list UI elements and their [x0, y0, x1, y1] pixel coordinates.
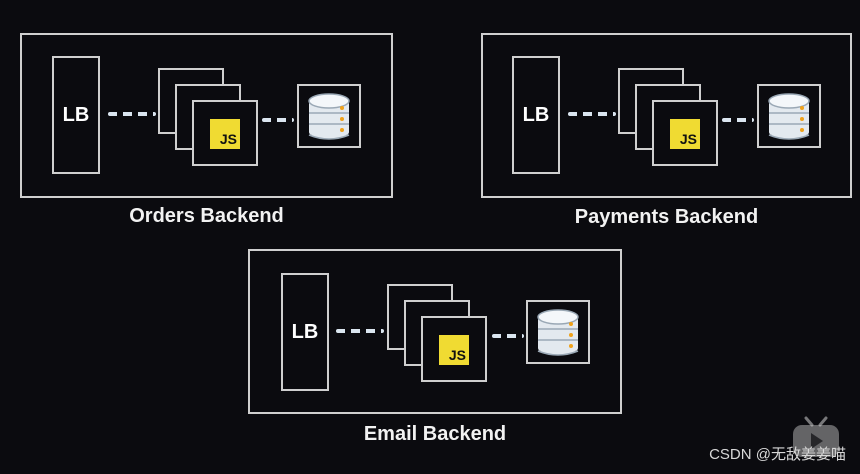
tv-logo-icon	[793, 416, 839, 457]
orders-js-badge: JS	[210, 119, 240, 149]
email-backend-caption: Email Backend	[363, 423, 507, 445]
database-icon	[537, 309, 579, 356]
orders-lb-label: LB	[62, 103, 90, 126]
orders-backend-caption: Orders Backend	[129, 205, 284, 227]
orders-load-balancer: LB	[52, 56, 100, 174]
payments-db-frame	[757, 84, 821, 148]
email-instance-front: JS	[421, 316, 487, 382]
payments-load-balancer: LB	[512, 56, 560, 174]
payments-lb-label: LB	[522, 103, 550, 126]
email-lb-connector	[336, 329, 384, 333]
email-db-frame	[526, 300, 590, 364]
orders-backend-box	[20, 33, 393, 198]
database-icon	[308, 93, 350, 140]
payments-backend-caption: Payments Backend	[574, 206, 759, 228]
payments-lb-connector	[568, 112, 616, 116]
orders-db-frame	[297, 84, 361, 148]
watermark-text: CSDN @无敌姜姜喵	[709, 446, 846, 463]
payments-instance-front: JS	[652, 100, 718, 166]
email-db-connector	[492, 334, 524, 338]
orders-lb-connector	[108, 112, 156, 116]
payments-js-badge: JS	[670, 119, 700, 149]
email-backend-box	[248, 249, 622, 414]
payments-backend-box	[481, 33, 852, 198]
orders-instance-front: JS	[192, 100, 258, 166]
email-load-balancer: LB	[281, 273, 329, 391]
email-js-badge: JS	[439, 335, 469, 365]
database-icon	[768, 93, 810, 140]
email-lb-label: LB	[291, 320, 319, 343]
payments-db-connector	[722, 118, 754, 122]
orders-db-connector	[262, 118, 294, 122]
